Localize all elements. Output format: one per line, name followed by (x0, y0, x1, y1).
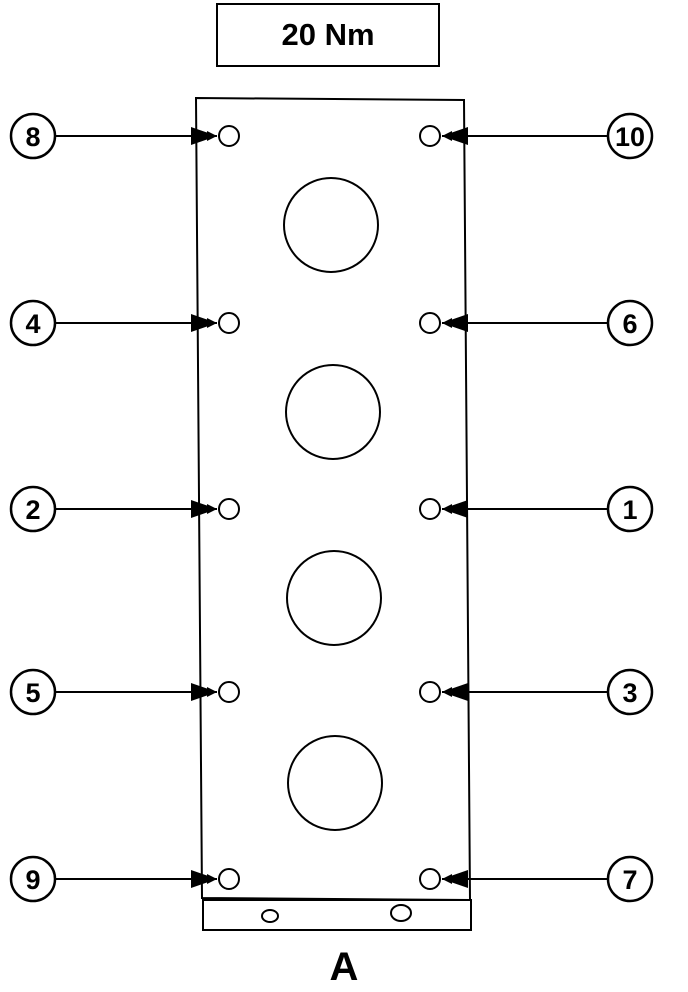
cylinder-bore-2 (285, 364, 381, 460)
bolt-left-5 (218, 868, 240, 890)
sequence-callout-right-1 (606, 112, 654, 160)
sequence-number-left-4: 5 (25, 678, 40, 708)
callout-group: 8 4 2 5 9 10 6 1 3 7 (9, 112, 654, 903)
sequence-callout-left-1 (9, 112, 57, 160)
sequence-callout-left-2 (9, 299, 57, 347)
base-hole-right (390, 904, 412, 922)
cylinder-bore-3 (286, 550, 382, 646)
sequence-callout-right-4 (606, 668, 654, 716)
arrowhead-right-2 (442, 314, 468, 332)
bolt-left-2 (218, 312, 240, 334)
arrowhead-right-4 (442, 683, 468, 701)
arrowhead-left-5 (191, 870, 217, 888)
cylinder-bore-1 (283, 177, 379, 273)
sequence-number-left-5: 9 (25, 865, 40, 895)
arrow-group (55, 127, 608, 888)
bolt-right-5 (419, 868, 441, 890)
arrowhead-left-2 (191, 314, 217, 332)
sequence-callout-right-5 (606, 855, 654, 903)
bolt-right-1 (419, 125, 441, 147)
arrowhead-left-4 (191, 683, 217, 701)
base-hole-left (261, 909, 279, 923)
bolt-right-4 (419, 681, 441, 703)
bolt-right-3 (419, 498, 441, 520)
sequence-number-right-5: 7 (622, 865, 637, 895)
bolt-right-2 (419, 312, 441, 334)
sequence-number-right-2: 6 (622, 309, 637, 339)
sequence-number-right-3: 1 (622, 495, 637, 525)
bolt-group (218, 125, 441, 890)
bolt-left-1 (218, 125, 240, 147)
arrowhead-left-3 (191, 500, 217, 518)
sequence-number-left-1: 8 (25, 122, 40, 152)
sequence-callout-left-3 (9, 485, 57, 533)
arrowhead-right-3 (442, 500, 468, 518)
cylinder-bore-4 (287, 735, 383, 831)
bolt-left-4 (218, 681, 240, 703)
sequence-number-left-2: 4 (25, 309, 40, 339)
sequence-number-left-3: 2 (25, 495, 40, 525)
arrowhead-left-1 (191, 127, 217, 145)
view-label: A (329, 945, 359, 989)
sequence-number-right-1: 10 (615, 122, 645, 152)
arrowhead-right-1 (442, 127, 468, 145)
torque-spec-box: 20 Nm (216, 3, 440, 67)
bolt-left-3 (218, 498, 240, 520)
sequence-callout-right-3 (606, 485, 654, 533)
sequence-number-right-4: 3 (622, 678, 637, 708)
sequence-callout-left-5 (9, 855, 57, 903)
arrowhead-right-5 (442, 870, 468, 888)
sequence-callout-right-2 (606, 299, 654, 347)
torque-spec-label: 20 Nm (281, 17, 375, 52)
sequence-callout-left-4 (9, 668, 57, 716)
head-base-plate (202, 899, 472, 931)
